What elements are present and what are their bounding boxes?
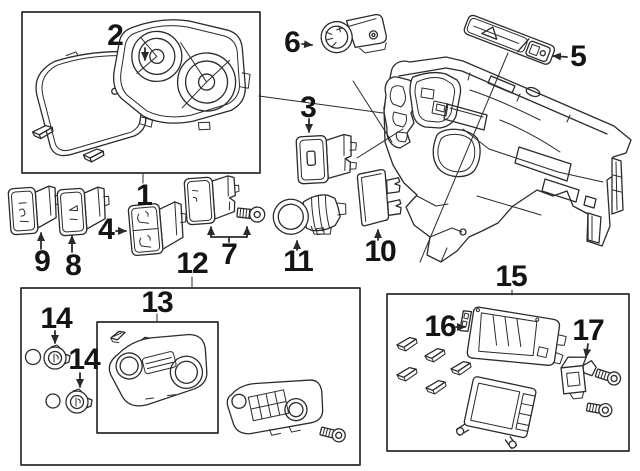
barrel-switch-drawing [272,194,347,236]
callout-15[interactable]: 15 [495,260,527,293]
callout-6[interactable]: 6 [284,26,301,59]
callout-3[interactable]: 3 [300,91,317,124]
leader-lines [258,52,509,263]
switch-7-drawing [183,175,240,226]
callout-2[interactable]: 2 [107,19,124,52]
faceplate-clip [110,330,126,344]
fastener-drawing [236,206,266,223]
callout-17[interactable]: 17 [572,314,604,347]
blanking-panel-drawing [356,168,402,227]
callout-14a[interactable]: 14 [40,302,72,335]
screw-drawing [594,368,622,386]
control-knob-drawing [65,388,93,414]
knob-ring [45,393,61,409]
bezel-clip [425,379,447,395]
rocker-switch-3-drawing [295,133,357,185]
bezel-clip [424,347,446,363]
climate-faceplate-drawing [108,333,208,407]
group-box-1 [21,11,261,174]
callout-arrows [37,40,592,388]
callout-12[interactable]: 12 [176,247,208,280]
callout-9[interactable]: 9 [34,245,51,278]
heater-control-unit-drawing [226,379,324,436]
bezel-clip [450,360,472,376]
callout-8[interactable]: 8 [65,249,82,282]
display-unit-drawing [455,376,537,450]
screw-drawing [585,402,613,418]
group-box-13 [96,321,219,434]
callout-11[interactable]: 11 [283,245,314,278]
bracket-17-drawing [560,356,597,400]
group-box-12 [20,287,361,466]
rocker-switch-9-drawing [7,185,61,236]
retainer-clip [82,148,105,163]
bezel-clip [396,366,418,382]
screw-drawing [319,426,346,443]
group-box-15 [386,293,630,452]
retainer-clip [32,124,54,140]
callout-10[interactable]: 10 [364,235,396,268]
control-knob-drawing [43,344,71,370]
callout-1[interactable]: 1 [136,179,153,212]
callout-14b[interactable]: 14 [68,343,100,376]
seat-heater-switch-drawing [127,201,187,257]
knob-ring [24,348,42,366]
rocker-switch-8-drawing [56,186,110,237]
callout-5[interactable]: 5 [570,40,587,73]
callout-13[interactable]: 13 [141,286,173,319]
bezel-clip [396,336,418,352]
callout-16[interactable]: 16 [424,310,456,343]
callout-4[interactable]: 4 [98,213,115,246]
hazard-switch-strip-drawing [463,14,556,65]
dial-switch-drawing [320,13,388,54]
instrument-cluster-drawing [113,19,251,131]
callout-7[interactable]: 7 [221,238,238,271]
dashboard-panel-drawing [383,56,632,263]
